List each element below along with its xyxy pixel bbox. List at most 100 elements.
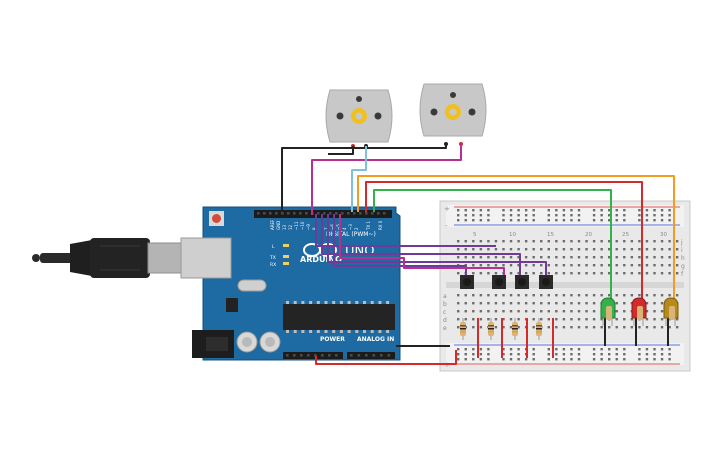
led-green[interactable] <box>600 297 616 326</box>
terminal-hole <box>630 318 634 321</box>
terminal-hole <box>592 256 596 259</box>
header-pin <box>300 354 303 357</box>
led-red[interactable] <box>631 297 647 326</box>
rail-hole <box>464 209 467 212</box>
pushbutton-cap[interactable] <box>495 278 503 286</box>
usb-cable-end <box>32 254 40 262</box>
analog-header[interactable] <box>347 352 395 359</box>
terminal-hole <box>645 272 649 275</box>
chip-pin <box>324 330 328 333</box>
wire-black-motor[interactable] <box>281 144 447 212</box>
wire-magenta-motor-right[interactable] <box>311 144 462 212</box>
rail-hole <box>615 358 618 361</box>
rail-hole <box>472 214 475 217</box>
rail-hole <box>592 353 596 356</box>
pushbutton[interactable] <box>539 275 553 289</box>
chip-pin <box>363 330 366 333</box>
wire-green[interactable] <box>373 189 612 300</box>
power-jack-inner <box>206 337 228 351</box>
rail-hole <box>517 214 520 217</box>
rail-hole <box>592 214 596 217</box>
pushbutton[interactable] <box>492 275 506 289</box>
terminal-hole <box>509 240 513 243</box>
chip-pin <box>339 330 343 333</box>
resistor[interactable] <box>512 318 518 340</box>
resistor[interactable] <box>488 318 494 340</box>
rail-hole <box>487 353 490 356</box>
rail-plus-label: + <box>444 205 450 213</box>
rail-hole <box>472 209 475 212</box>
wire-purple-button[interactable] <box>333 214 467 275</box>
terminal-hole <box>645 310 649 313</box>
breadboard[interactable]: + - - + 5 10 15 20 25 30 a b c d e j i h… <box>439 200 691 372</box>
wire-red-5v[interactable] <box>315 350 457 365</box>
terminal-hole <box>502 326 505 329</box>
usb-cable[interactable] <box>32 238 183 278</box>
pin-label-rx0: RX 0 <box>378 220 383 230</box>
terminal-hole <box>562 310 566 313</box>
terminal-hole <box>540 302 543 305</box>
terminal-hole <box>653 310 656 313</box>
wire-black-motor-left[interactable] <box>328 146 354 155</box>
terminal-hole <box>668 272 671 275</box>
rail-hole <box>487 348 490 351</box>
terminal-hole <box>608 240 611 243</box>
motor-hole <box>430 108 438 116</box>
rail-hole <box>645 209 649 212</box>
power-header[interactable] <box>283 352 343 359</box>
reset-button[interactable] <box>212 214 221 223</box>
rail-hole <box>509 358 513 361</box>
pushbutton-cap[interactable] <box>542 278 550 286</box>
pushbutton[interactable] <box>460 275 474 289</box>
arduino-uno[interactable]: ARDUINO UNO DIGITAL (PWM~) POWER ANALOG … <box>180 206 401 361</box>
terminal-hole <box>502 240 505 243</box>
rx-led-label: RX <box>270 262 276 268</box>
terminal-hole <box>547 256 550 259</box>
terminal-hole <box>517 240 520 243</box>
dc-motor-left[interactable] <box>325 89 393 148</box>
chip-pin <box>332 301 336 304</box>
terminal-hole <box>547 294 550 297</box>
rail-hole <box>547 209 550 212</box>
rail-hole <box>487 358 490 361</box>
rail-hole <box>623 353 626 356</box>
terminal-hole <box>562 272 566 275</box>
wire-cyan-motor-left[interactable] <box>351 146 367 212</box>
terminal-hole <box>517 318 520 321</box>
wire-red[interactable] <box>365 181 643 300</box>
chip-pin <box>386 330 390 333</box>
pushbutton-cap[interactable] <box>518 278 526 286</box>
terminal-hole <box>570 302 573 305</box>
led-yellow[interactable] <box>663 297 679 326</box>
terminal-hole <box>532 240 535 243</box>
terminal-hole <box>532 248 535 251</box>
wire-purple-button[interactable] <box>327 214 547 275</box>
dc-motor-right[interactable] <box>419 83 487 146</box>
rail-hole <box>570 353 573 356</box>
resistor[interactable] <box>460 318 466 340</box>
header-pin <box>371 212 374 215</box>
pushbutton[interactable] <box>515 275 529 289</box>
pushbutton-cap[interactable] <box>463 278 471 286</box>
wire-purple-button[interactable] <box>321 214 521 275</box>
terminal-hole <box>638 272 641 275</box>
wire-orange[interactable] <box>357 175 675 300</box>
terminal-hole <box>479 248 483 251</box>
wire-purple-button[interactable] <box>315 214 496 247</box>
terminal-hole <box>555 302 558 305</box>
rail-hole <box>623 219 626 222</box>
terminal-hole <box>555 318 558 321</box>
pin-label-3: ~3 <box>348 224 353 230</box>
terminal-hole <box>600 318 603 321</box>
rail-hole <box>547 358 550 361</box>
terminal-hole <box>577 248 581 251</box>
terminal-hole <box>600 264 603 267</box>
rail-hole <box>517 348 520 351</box>
wire-magenta-button[interactable] <box>339 214 505 275</box>
resistor[interactable] <box>536 318 542 340</box>
rail-hole <box>570 214 573 217</box>
motor-hole <box>450 92 456 98</box>
terminal-hole <box>524 294 528 297</box>
header-pin <box>323 212 326 215</box>
terminal-hole <box>487 302 490 305</box>
